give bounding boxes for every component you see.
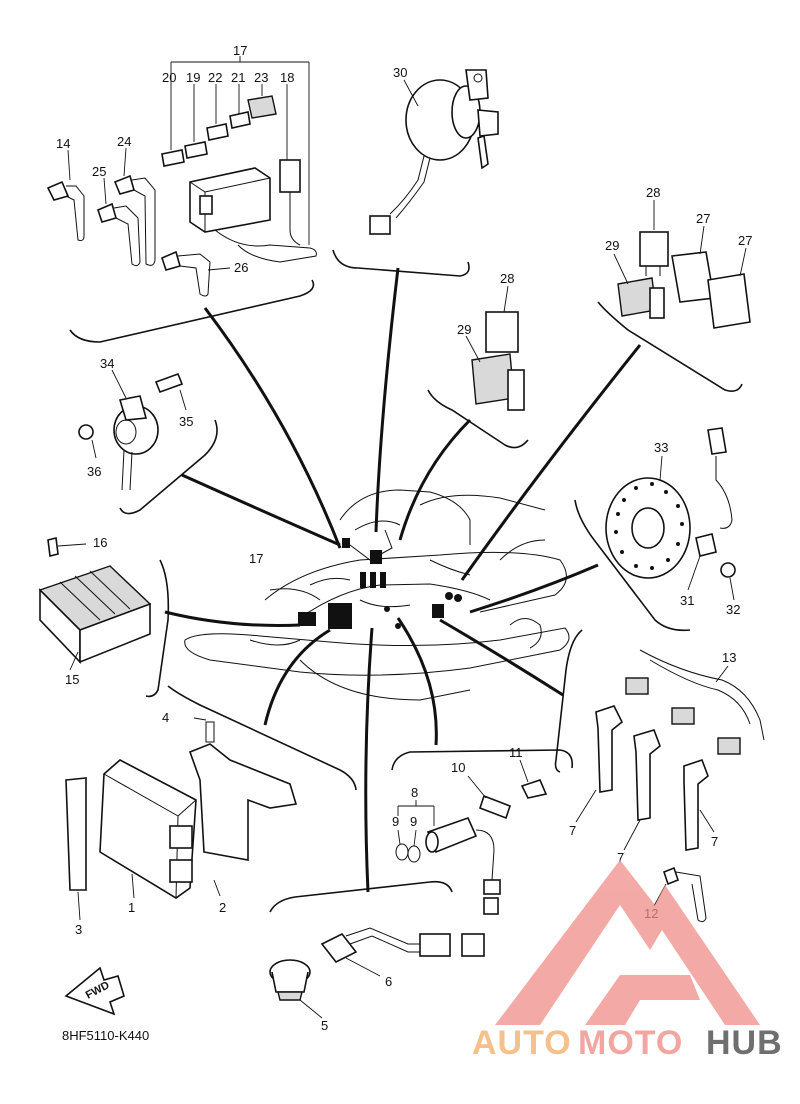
group-boundaries [69,249,743,913]
callout-2: 2 [219,900,226,915]
callout-20: 20 [162,70,176,85]
ecu-group [65,717,298,921]
callout-14: 14 [56,136,70,151]
rectifier-group [38,537,152,671]
callout-22: 22 [208,70,222,85]
callout-5: 5 [321,1018,328,1033]
watermark-hub: HUB [706,1024,783,1062]
callout-17: 17 [249,551,263,566]
callout-9: 9 [392,814,399,829]
callout-13: 13 [722,650,736,665]
fwd-arrow-icon: FWD [64,966,125,1016]
callout-16: 16 [93,535,107,550]
watermark-moto: MOTO [578,1024,683,1062]
fuse-box-group [46,56,317,297]
callout-labels: 17 20 19 22 21 23 18 14 24 25 26 30 28 2… [56,43,752,1033]
callout-15: 15 [65,672,79,687]
callout-7: 7 [711,834,718,849]
callout-29: 29 [457,322,471,337]
relay-group-right [613,200,751,329]
callout-25: 25 [92,164,106,179]
callout-23: 23 [254,70,268,85]
callout-6: 6 [385,974,392,989]
switch-group-bottom [269,927,485,1019]
callout-35: 35 [179,414,193,429]
diagram-code: 8HF5110-K440 [62,1028,149,1043]
motorcycle-chassis [184,489,570,701]
callout-9: 9 [410,814,417,829]
callout-19: 19 [186,70,200,85]
callout-4: 4 [162,710,169,725]
sensor-group-left [78,369,187,491]
pointer-lines [164,267,642,893]
callout-1: 1 [128,900,135,915]
main-switch-group [369,69,499,235]
callout-7: 7 [569,823,576,838]
callout-32: 32 [726,602,740,617]
callout-18: 18 [280,70,294,85]
callout-29: 29 [605,238,619,253]
callout-36: 36 [87,464,101,479]
pickup-group-right [605,427,736,601]
callout-34: 34 [100,356,114,371]
callout-24: 24 [117,134,131,149]
callout-21: 21 [231,70,245,85]
callout-7: 7 [617,850,624,865]
watermark: AUTO MOTO HUB [472,860,783,1062]
ignition-coil-group [575,649,765,923]
callout-30: 30 [393,65,407,80]
watermark-auto: AUTO [472,1024,572,1062]
callout-26: 26 [234,260,248,275]
callout-31: 31 [680,593,694,608]
callout-27: 27 [696,211,710,226]
relay-group-center [465,285,525,411]
callout-11: 11 [509,745,523,760]
callout-8: 8 [411,785,418,800]
watermark-logo [495,860,760,1025]
callout-33: 33 [654,440,668,455]
callout-10: 10 [451,760,465,775]
callout-17: 17 [233,43,247,58]
callout-3: 3 [75,922,82,937]
callout-27: 27 [738,233,752,248]
sensor-group-bottom [395,759,548,915]
callout-28: 28 [500,271,514,286]
callout-28: 28 [646,185,660,200]
